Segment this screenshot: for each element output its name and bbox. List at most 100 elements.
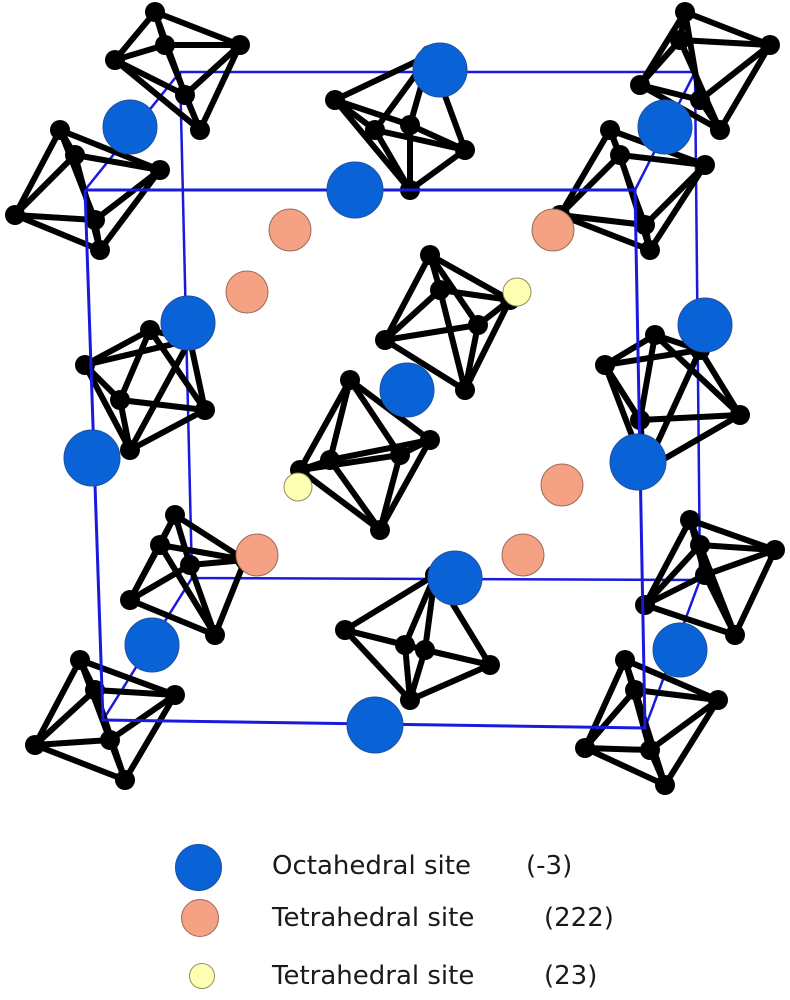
- octahedron-edge: [127, 337, 193, 453]
- anion-vertex: [635, 215, 655, 235]
- anion-vertex: [480, 655, 500, 675]
- octahedron-edge: [382, 322, 481, 343]
- anion-vertex: [710, 120, 730, 140]
- octahedron-edge: [557, 127, 613, 218]
- anion-vertex: [655, 775, 675, 795]
- octahedron-edge: [632, 687, 668, 788]
- tetrahedral-23-site-atom: [502, 277, 532, 307]
- anion-vertex: [640, 240, 660, 260]
- anion-vertex: [90, 240, 110, 260]
- tetrahedral-222-site-atom: [225, 270, 269, 314]
- octahedron-edge: [182, 42, 243, 98]
- anion-vertex: [670, 30, 690, 50]
- octahedron-edge: [637, 37, 683, 88]
- anion-vertex: [615, 650, 635, 670]
- octahedron-edge: [377, 452, 403, 533]
- octahedral-site-swatch: [175, 844, 222, 891]
- anion-vertex: [630, 75, 650, 95]
- octahedron-edge: [652, 332, 743, 418]
- octahedron-edge: [602, 362, 643, 423]
- octahedron-edge: [637, 82, 703, 103]
- anion-vertex: [25, 735, 45, 755]
- octahedron-edge: [637, 332, 658, 423]
- octahedron-edge: [127, 542, 163, 603]
- octahedron-edge: [647, 697, 721, 753]
- octahedron-edge: [637, 412, 743, 423]
- octahedral-site-atom: [652, 622, 708, 678]
- octahedron-edge: [157, 542, 248, 563]
- anion-vertex: [370, 520, 390, 540]
- octahedron-edge: [382, 337, 468, 393]
- anion-vertex: [85, 210, 105, 230]
- octahedron-edge: [127, 597, 218, 638]
- legend-item-tetrahedral-23: Tetrahedral site (23): [0, 954, 790, 998]
- octahedron-edge: [682, 9, 773, 48]
- octahedral-site-atom: [160, 295, 216, 351]
- anion-vertex: [690, 535, 710, 555]
- octahedron-edge: [382, 252, 433, 343]
- octahedron-edge: [122, 692, 178, 783]
- legend-label-octahedral: Octahedral site: [272, 851, 471, 881]
- anion-vertex: [320, 450, 340, 470]
- anion-vertex: [105, 50, 125, 70]
- octahedron-edge: [127, 407, 208, 453]
- anion-vertex: [150, 160, 170, 180]
- anion-vertex: [365, 120, 385, 140]
- octahedron-edge: [117, 397, 208, 413]
- octahedron-edge: [32, 687, 98, 748]
- octahedron: [5, 120, 170, 260]
- anion-vertex: [205, 625, 225, 645]
- octahedron-edge: [12, 212, 98, 223]
- octahedron-edge: [372, 127, 413, 193]
- anion-vertex: [600, 120, 620, 140]
- anion-vertex: [150, 535, 170, 555]
- octahedron-edge: [372, 127, 468, 153]
- octahedral-site-atom: [63, 429, 121, 487]
- octahedron-edge: [557, 212, 648, 228]
- anion-vertex: [725, 625, 745, 645]
- octahedron: [105, 2, 250, 140]
- tetrahedral-222-site-atom: [531, 208, 575, 252]
- anion-vertex: [468, 315, 488, 335]
- tetrahedral-222-site-swatch: [181, 899, 219, 937]
- legend-label-tetrahedral-23: Tetrahedral site: [272, 961, 475, 991]
- octahedron-edge: [12, 152, 78, 218]
- octahedron-edge: [642, 517, 693, 608]
- anion-vertex: [390, 445, 410, 465]
- anion-vertex: [455, 140, 475, 160]
- octahedron-edge: [647, 162, 708, 253]
- octahedron-edge: [582, 745, 653, 753]
- anion-vertex: [165, 685, 185, 705]
- octahedron-edge: [642, 542, 703, 608]
- octahedral-site-atom: [379, 362, 435, 418]
- anion-vertex: [730, 405, 750, 425]
- octahedron-edge: [642, 602, 738, 638]
- octahedron-edge: [327, 377, 353, 463]
- octahedron-edge: [342, 627, 408, 648]
- octahedron-edge: [582, 745, 668, 788]
- anion-vertex: [635, 595, 655, 615]
- anion-vertex: [230, 35, 250, 55]
- octahedron-edge: [642, 572, 708, 608]
- tetrahedral-23-site-atom: [283, 472, 313, 502]
- tetrahedral-222-site-atom: [268, 208, 312, 252]
- anion-vertex: [430, 280, 450, 300]
- octahedron-edge: [92, 167, 163, 223]
- octahedron-edge: [127, 562, 193, 603]
- octahedron-edge: [107, 692, 178, 743]
- octahedron-edge: [147, 327, 208, 413]
- octahedron-edge: [157, 542, 218, 638]
- octahedral-site-atom: [124, 617, 180, 673]
- octahedron-edge: [332, 97, 413, 128]
- anion-vertex: [340, 370, 360, 390]
- legend-item-octahedral: Octahedral site (-3): [0, 844, 790, 891]
- unit-cell-front-edges: [83, 188, 647, 730]
- octahedron-edge: [407, 147, 468, 193]
- octahedron-edge: [697, 42, 773, 103]
- anion-vertex: [140, 320, 160, 340]
- octahedron-edge: [697, 347, 743, 418]
- anion-vertex: [680, 510, 700, 530]
- anion-vertex: [765, 540, 785, 560]
- octahedron-edge: [462, 297, 513, 393]
- anion-vertex: [760, 35, 780, 55]
